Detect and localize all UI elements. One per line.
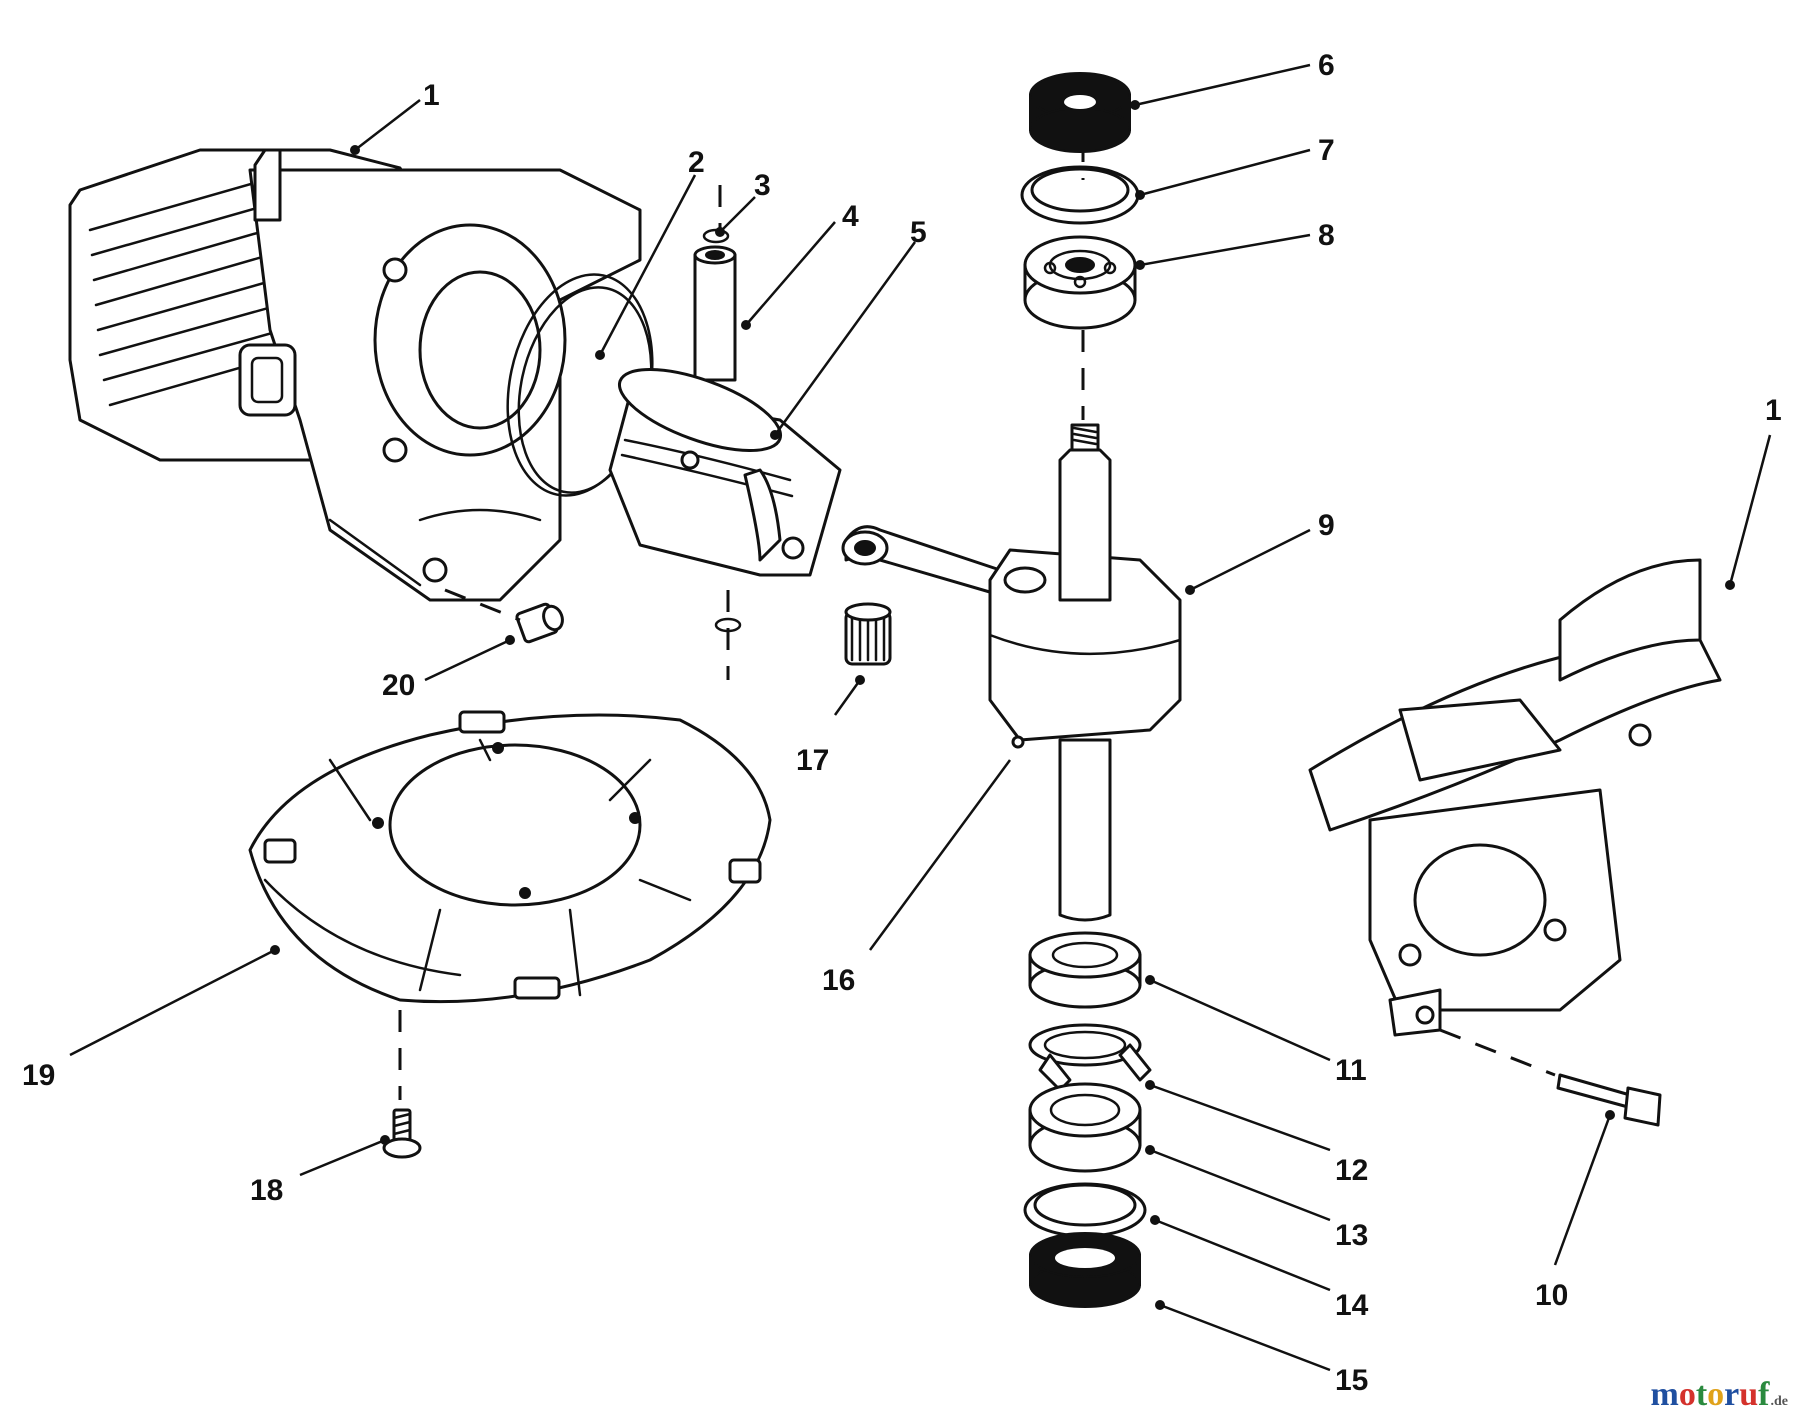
watermark-letter: m — [1650, 1376, 1679, 1413]
watermark-letter: f — [1758, 1376, 1770, 1413]
callout-9: 9 — [1318, 509, 1335, 542]
callout-20: 20 — [382, 669, 415, 702]
site-watermark: motoruf .de — [1651, 1376, 1789, 1414]
watermark-letter: o — [1707, 1376, 1725, 1413]
leader-lines — [69, 63, 1772, 1372]
bolt — [1556, 1073, 1662, 1127]
callout-16: 16 — [822, 964, 855, 997]
backplate — [248, 710, 772, 1004]
callout-15: 15 — [1335, 1364, 1368, 1397]
callout-10: 10 — [1535, 1279, 1568, 1312]
callout-4: 4 — [842, 200, 859, 233]
wrist-pin — [693, 245, 737, 382]
callout-1-left: 1 — [423, 79, 440, 112]
bushing — [515, 602, 564, 644]
needle-bearing — [844, 602, 892, 666]
assembly-axis-lines — [398, 140, 1556, 1100]
watermark-letter: u — [1739, 1376, 1759, 1413]
oil-seal-top — [1029, 72, 1131, 153]
callout-labels: 1 2 3 4 5 6 7 8 9 1 10 11 12 13 14 15 16… — [22, 49, 1782, 1397]
callout-13: 13 — [1335, 1219, 1368, 1252]
callout-17: 17 — [796, 744, 829, 777]
seal-carrier — [1028, 931, 1142, 1009]
screw — [382, 1108, 422, 1159]
ball-bearing-top — [1023, 235, 1137, 330]
piston — [608, 368, 842, 577]
spacer-ring-top — [1020, 165, 1140, 225]
retaining-ring — [1028, 1023, 1152, 1092]
callout-8: 8 — [1318, 219, 1335, 252]
callout-11: 11 — [1335, 1054, 1367, 1087]
callout-5: 5 — [910, 216, 927, 249]
watermark-logo: motoruf — [1651, 1376, 1770, 1414]
watermark-letter: r — [1724, 1376, 1740, 1413]
callout-14: 14 — [1335, 1289, 1369, 1322]
crankshaft — [841, 423, 1182, 922]
oil-seal-bottom — [1029, 1232, 1141, 1308]
callout-1-right: 1 — [1765, 394, 1782, 427]
callout-7: 7 — [1318, 134, 1335, 167]
ball-bearing-bottom — [1028, 1082, 1142, 1173]
watermark-letter: o — [1678, 1376, 1696, 1413]
callout-2: 2 — [688, 146, 705, 179]
engine-block-left — [68, 148, 642, 602]
woodruff-key — [1011, 735, 1025, 749]
callout-3: 3 — [754, 169, 771, 202]
watermark-suffix: .de — [1770, 1394, 1789, 1409]
watermark-letter: t — [1695, 1376, 1708, 1413]
callout-6: 6 — [1318, 49, 1335, 82]
callout-12: 12 — [1335, 1154, 1368, 1187]
callout-19: 19 — [22, 1059, 55, 1092]
crankcase-right — [1308, 558, 1722, 1037]
callout-18: 18 — [250, 1174, 283, 1207]
spacer-ring-bottom — [1023, 1182, 1147, 1238]
